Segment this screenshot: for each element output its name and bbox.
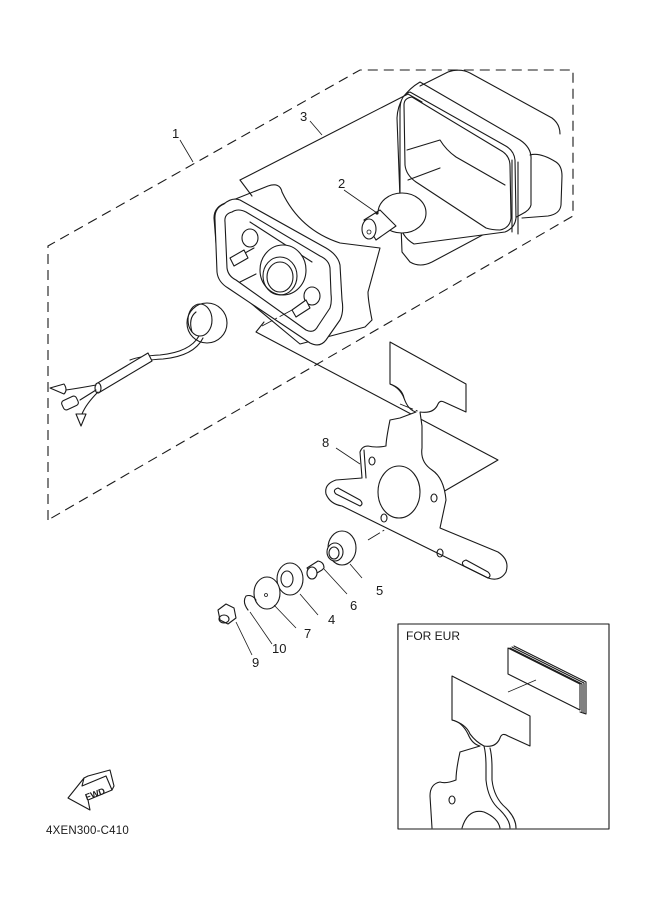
inset-title: FOR EUR: [406, 629, 460, 643]
assembly-boundary: [47, 69, 574, 521]
diagram-code: 4XEN300-C410: [46, 825, 129, 837]
callout-7[interactable]: 7: [304, 626, 311, 641]
callout-10[interactable]: 10: [272, 641, 286, 656]
callout-4[interactable]: 4: [328, 612, 335, 627]
lens[interactable]: [396, 69, 563, 266]
hardware-stack[interactable]: [217, 530, 357, 625]
callout-3[interactable]: 3: [300, 109, 307, 124]
light-housing[interactable]: [213, 184, 381, 346]
callout-5[interactable]: 5: [376, 583, 383, 598]
washer: [276, 562, 304, 596]
spring-washer: [243, 594, 257, 611]
nut: [217, 603, 237, 625]
callout-8[interactable]: 8: [322, 435, 329, 450]
license-bracket[interactable]: [325, 341, 508, 580]
callout-6[interactable]: 6: [350, 598, 357, 613]
reflector[interactable]: [507, 645, 587, 715]
callout-1[interactable]: 1: [172, 126, 179, 141]
socket-harness[interactable]: [49, 302, 228, 427]
fwd-arrow-icon: FWD: [67, 769, 115, 811]
callout-2[interactable]: 2: [338, 176, 345, 191]
bulb[interactable]: [361, 192, 427, 241]
callout-9[interactable]: 9: [252, 655, 259, 670]
eur-inset: FOR EUR: [397, 623, 610, 830]
plate-washer: [253, 576, 281, 610]
